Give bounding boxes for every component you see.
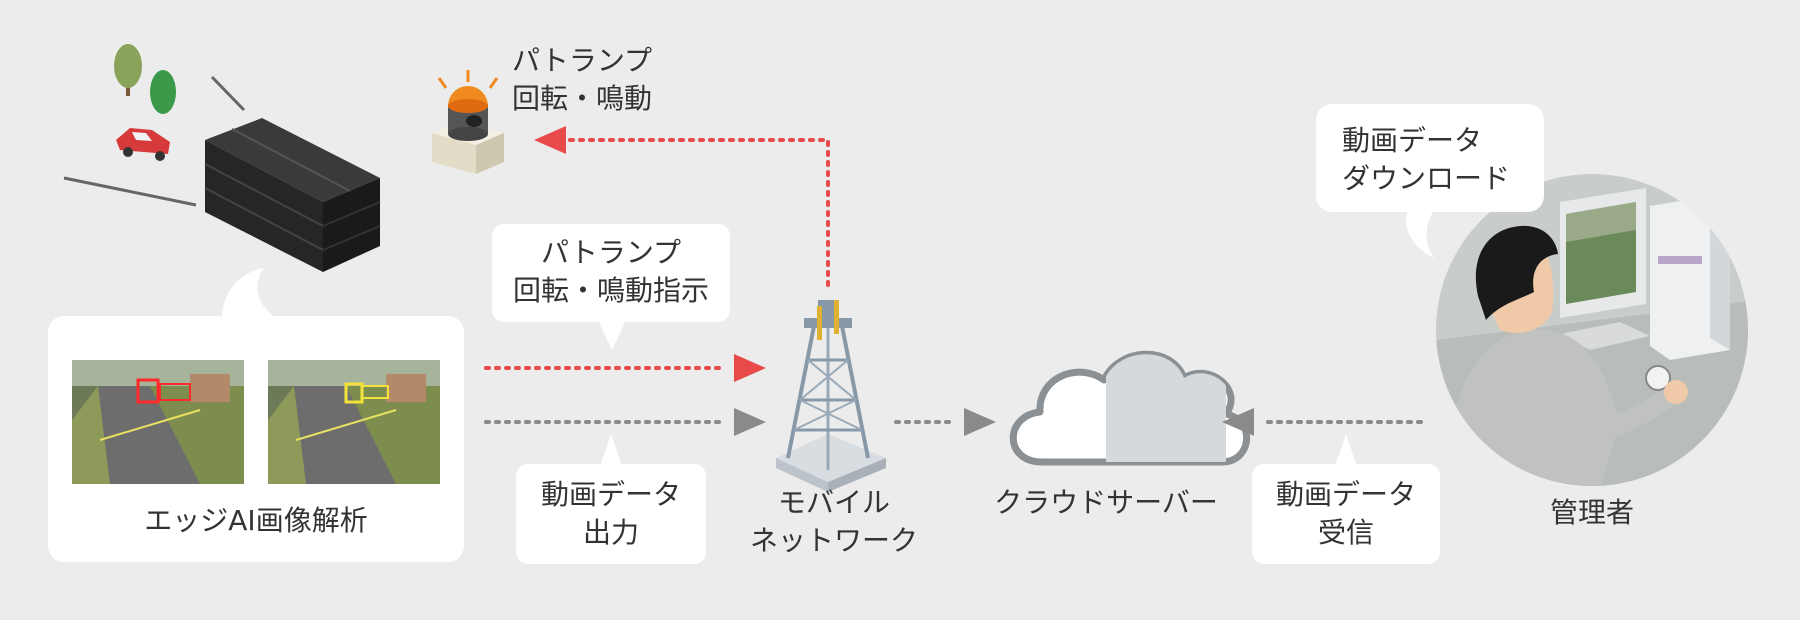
admin-label: 管理者 [1550,496,1634,529]
radio-tower-icon [776,300,886,492]
video-output-bubble [516,434,706,564]
tree-icon [114,44,176,114]
mobile-network-line1: モバイル [778,486,890,519]
instruction-bubble-line2: 回転・鳴動指示 [513,274,709,307]
video-receive-line2: 受信 [1318,516,1374,549]
road-line [63,176,197,207]
patlamp-label-line1: パトランプ [512,44,652,77]
download-bubble-line1: 動画データ [1342,124,1482,157]
video-receive-bubble [1252,434,1440,564]
download-bubble-line2: ダウンロード [1342,162,1510,195]
mobile-network-line2: ネットワーク [750,524,918,557]
edge-ai-caption: エッジAI画像解析 [144,504,367,537]
edge-device-icon [204,118,381,272]
video-output-line1: 動画データ [541,478,681,511]
car-icon [116,128,170,161]
video-output-arrowhead [734,408,766,436]
download-bubble [1316,104,1544,258]
video-receive-line1: 動画データ [1276,478,1416,511]
instruction-arrowhead [734,354,766,382]
receive-arrowhead [1222,408,1254,436]
camera-image [268,360,440,484]
patlamp-icon [432,70,504,174]
cloud-server-label: クラウドサーバー [994,486,1218,519]
camera-image [72,360,244,484]
patlamp-label-line2: 回転・鳴動 [512,82,652,115]
administrator-icon [1436,174,1748,486]
network-to-cloud-arrowhead [964,408,996,436]
alert-path-arrowhead [534,126,566,154]
cloud-icon [1009,350,1251,466]
computer-icon [1560,188,1730,391]
instruction-bubble [492,224,730,350]
road-line [210,75,246,112]
instruction-bubble-line1: パトランプ [541,236,681,269]
alert-path-line [563,138,830,287]
video-output-line2: 出力 [583,516,639,549]
